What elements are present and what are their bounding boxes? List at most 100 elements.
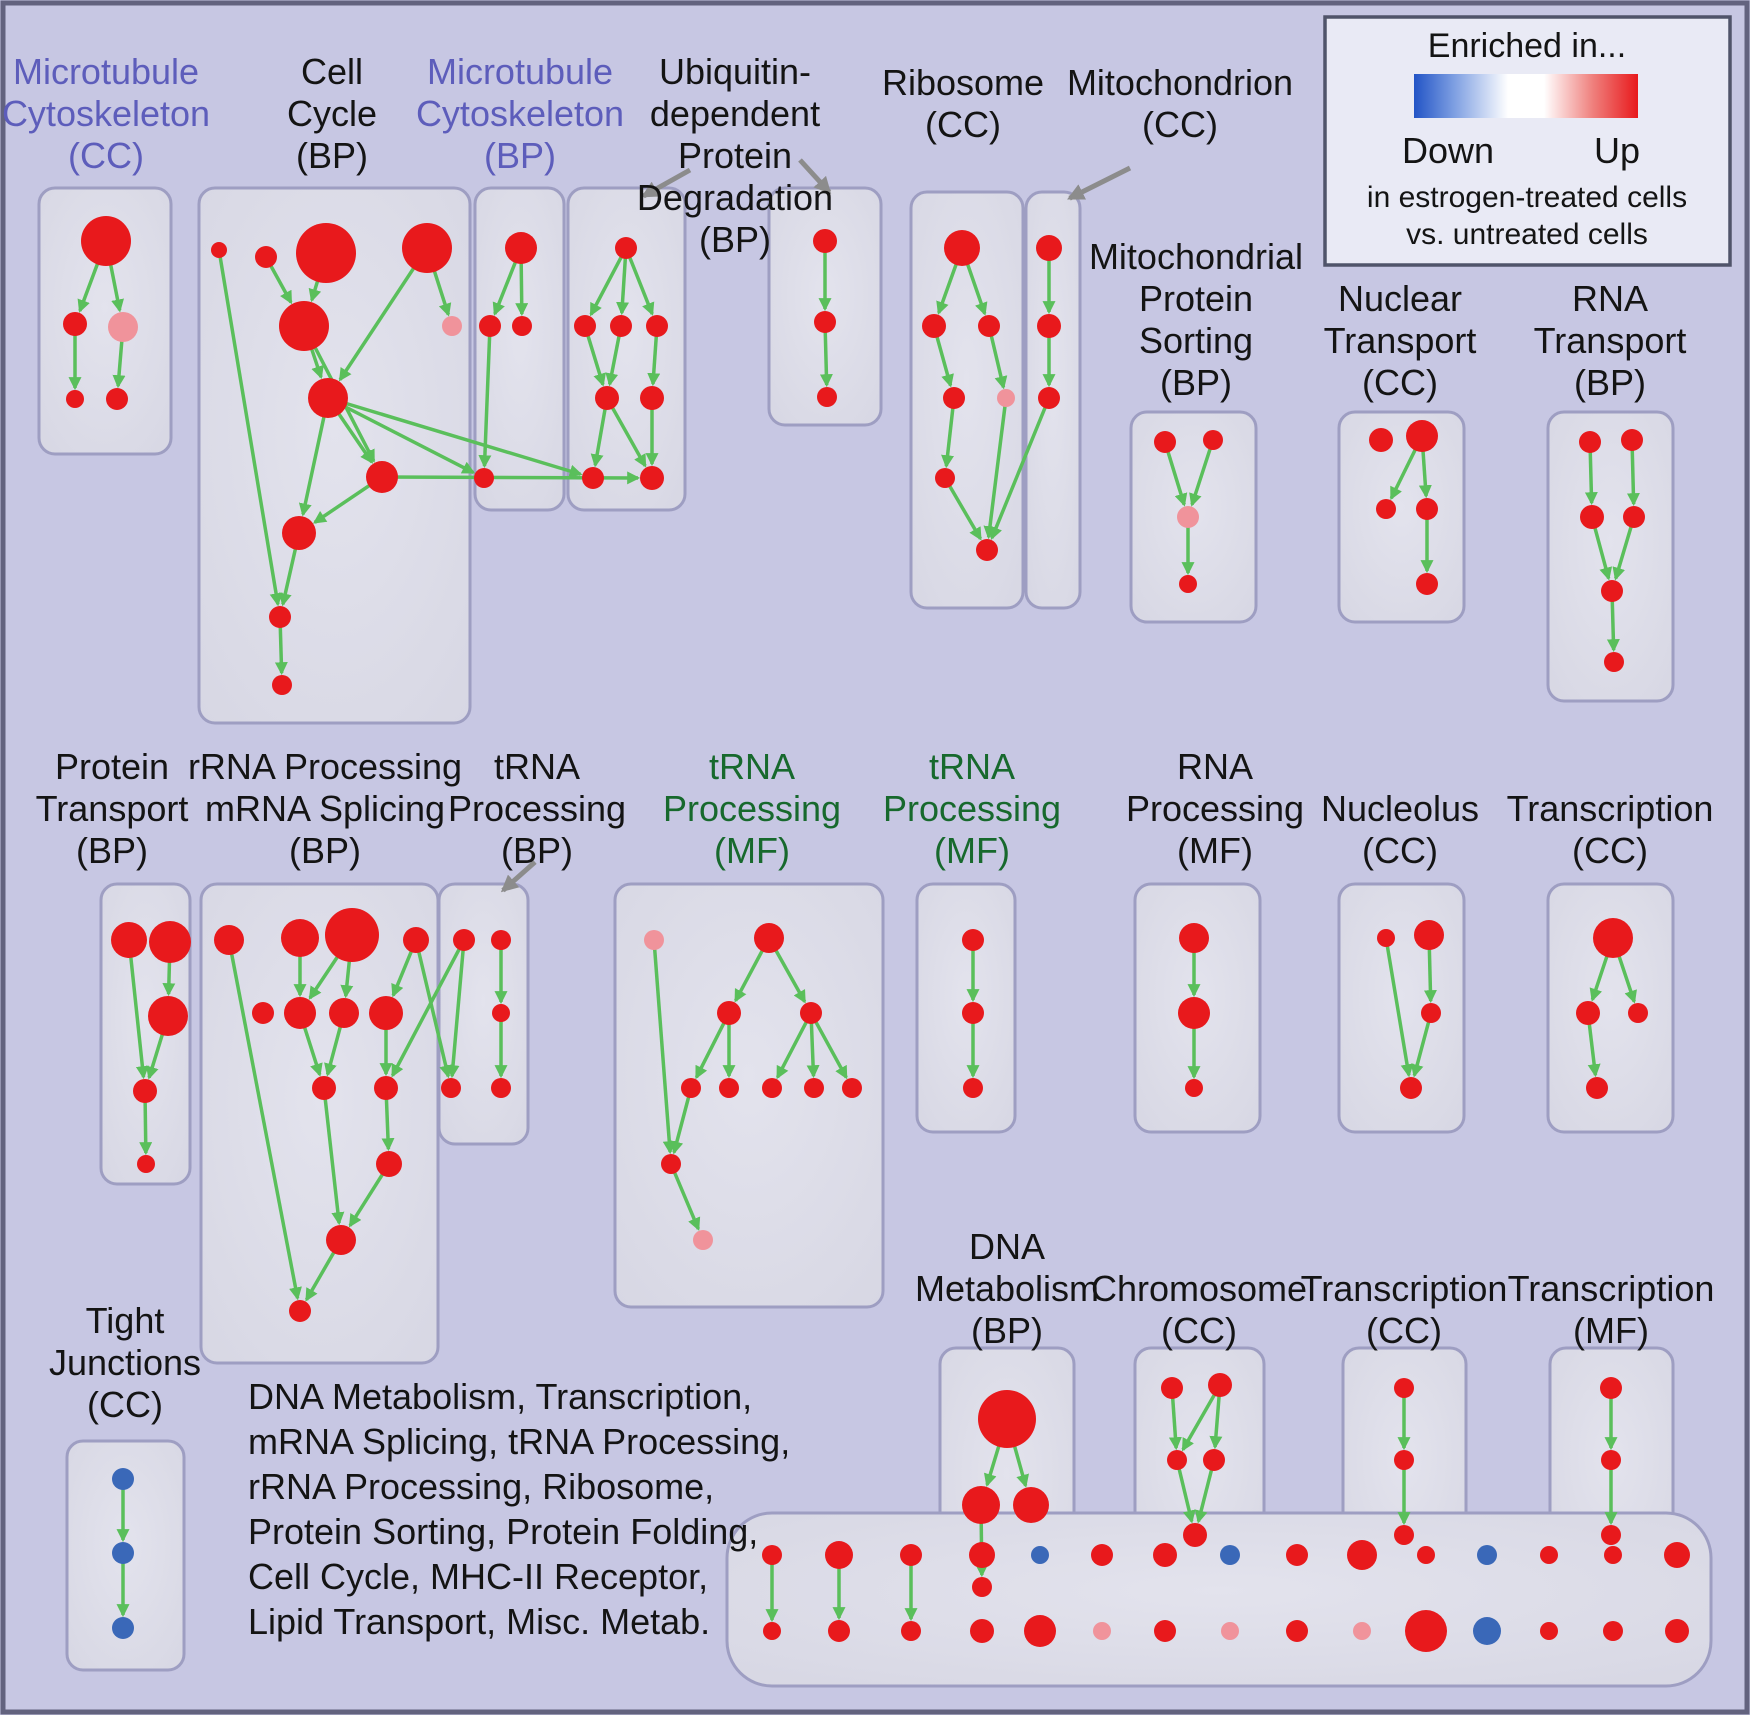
go-term-node — [1286, 1544, 1308, 1566]
go-term-node — [63, 312, 87, 336]
go-edge — [652, 939, 676, 1155]
go-term-node — [1037, 314, 1061, 338]
go-term-node — [1154, 431, 1176, 453]
go-term-node — [972, 1577, 992, 1597]
go-term-node — [962, 929, 984, 951]
cluster-box-trna-processing-mf-large — [613, 882, 885, 1309]
legend-title: Enriched in... — [1428, 27, 1626, 65]
go-term-node — [1036, 235, 1062, 261]
go-term-node — [943, 387, 965, 409]
go-term-node — [402, 223, 452, 273]
go-term-node — [106, 388, 128, 410]
go-term-node — [1416, 498, 1438, 520]
go-term-node — [369, 996, 403, 1030]
go-term-node — [279, 301, 329, 351]
go-term-node — [1161, 1377, 1183, 1399]
go-term-node — [329, 998, 359, 1028]
go-edge — [669, 1163, 701, 1231]
go-edge — [775, 1012, 813, 1080]
cluster-label-transcription-cc-bottom: Transcription(CC) — [1301, 1268, 1508, 1351]
go-term-node — [800, 1002, 822, 1024]
go-term-node — [1603, 1621, 1623, 1641]
go-term-node — [762, 1078, 782, 1098]
go-term-node — [1586, 1077, 1608, 1099]
go-term-node — [252, 1002, 274, 1024]
go-term-node — [582, 467, 604, 489]
go-term-node — [1601, 1450, 1621, 1470]
go-term-node — [1208, 1373, 1232, 1397]
go-term-node — [108, 312, 138, 342]
go-term-node — [1600, 1377, 1622, 1399]
legend-subtitle-1: in estrogen-treated cells — [1367, 181, 1687, 214]
go-term-node — [1203, 1449, 1225, 1471]
cluster-boxes — [37, 186, 1713, 1688]
go-edge — [694, 1012, 731, 1080]
go-term-node — [1286, 1620, 1308, 1642]
annotation-arrow — [798, 158, 832, 195]
go-term-node — [1220, 1545, 1240, 1565]
nodes — [63, 216, 1690, 1652]
go-edge — [589, 247, 628, 317]
go-term-node — [922, 314, 946, 338]
cluster-box-nucleolus-cc — [1337, 882, 1466, 1134]
go-edge — [943, 477, 982, 541]
go-term-node — [1665, 1619, 1689, 1643]
cluster-box-rna-transport-bp — [1546, 410, 1675, 703]
go-edge — [670, 1087, 693, 1155]
go-term-node — [148, 996, 188, 1036]
cluster-box-ubiquitin-protein-degradation-bp-left — [566, 186, 687, 512]
go-edge — [941, 397, 956, 469]
go-term-node — [214, 925, 244, 955]
cluster-label-transcription-mf: Transcription(MF) — [1508, 1268, 1715, 1351]
go-term-node — [1628, 1003, 1648, 1023]
go-term-node — [479, 315, 501, 337]
cluster-box-cell-cycle-bp — [197, 186, 472, 725]
go-term-node — [492, 1004, 510, 1022]
go-term-node — [1473, 1617, 1501, 1645]
legend-panel — [1323, 15, 1732, 267]
go-edge — [127, 939, 149, 1080]
go-term-node — [1179, 923, 1209, 953]
cluster-label-mitochondrion-cc: Mitochondrion(CC) — [1067, 62, 1293, 145]
go-term-node — [978, 315, 1000, 337]
go-term-node — [804, 1078, 824, 1098]
go-term-node — [112, 1468, 134, 1490]
go-cross-edge — [327, 396, 476, 475]
go-term-node — [1153, 1543, 1177, 1567]
go-term-node — [255, 246, 277, 268]
legend-gradient-bar — [1414, 74, 1638, 118]
go-term-node — [1024, 1615, 1056, 1647]
cluster-label-ribosome-cc: Ribosome(CC) — [882, 62, 1044, 145]
go-term-node — [997, 389, 1015, 407]
go-term-node — [1013, 1487, 1049, 1523]
go-edge — [322, 1087, 345, 1226]
go-term-node — [1179, 575, 1197, 593]
go-term-node — [842, 1078, 862, 1098]
go-term-node — [505, 232, 537, 264]
go-cross-edge — [414, 939, 453, 1079]
go-term-node — [1623, 506, 1645, 528]
go-term-node — [442, 316, 462, 336]
go-term-node — [962, 1002, 984, 1024]
legend-subtitle-2: vs. untreated cells — [1406, 218, 1648, 251]
go-term-node — [978, 1390, 1036, 1448]
misc-go-terms-text: DNA Metabolism, Transcription,mRNA Splic… — [248, 1376, 790, 1642]
cluster-box-ribosome-cc — [909, 190, 1025, 610]
go-term-node — [969, 1542, 995, 1568]
go-edge — [1181, 1384, 1222, 1452]
go-term-node — [296, 223, 356, 283]
go-edge — [1384, 937, 1414, 1078]
go-term-node — [1377, 929, 1395, 947]
go-term-node — [1405, 1610, 1447, 1652]
go-term-node — [644, 930, 664, 950]
